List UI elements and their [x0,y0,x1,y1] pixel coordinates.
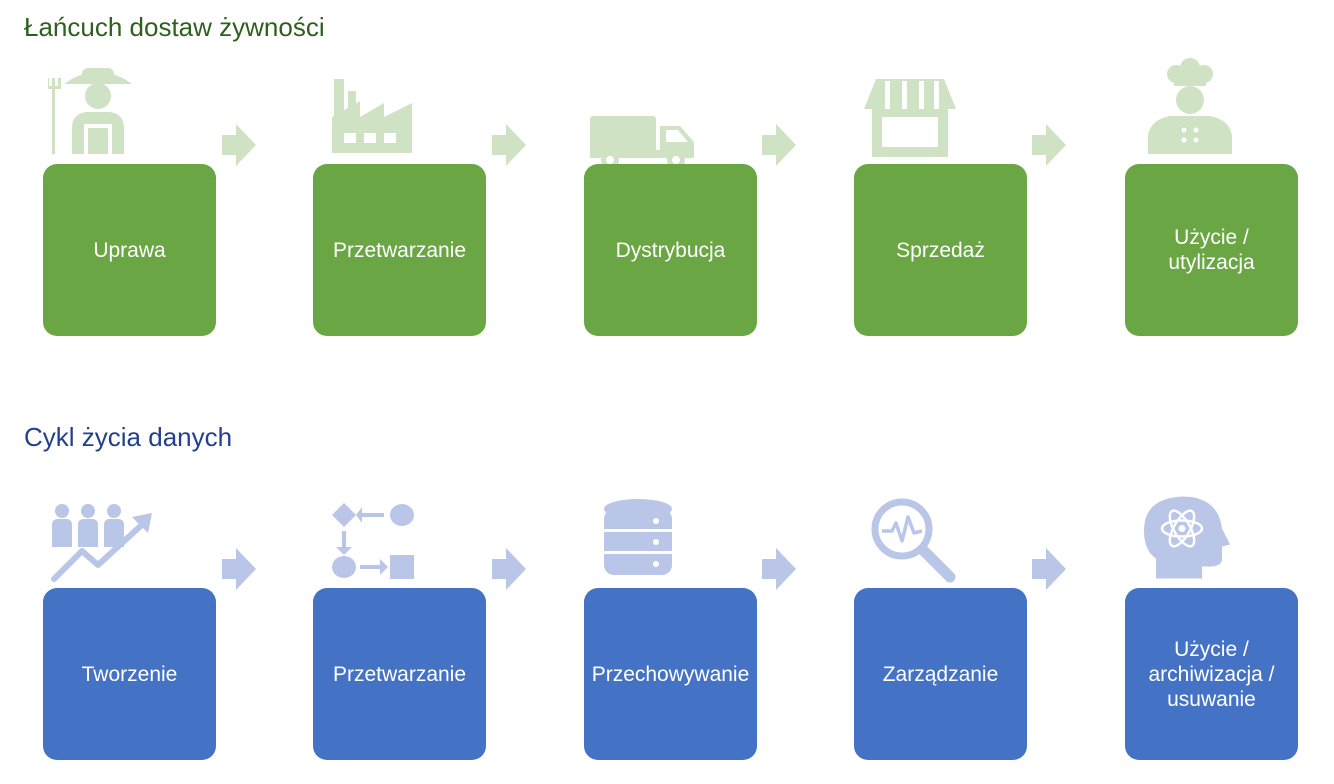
arrow-right-icon [1032,548,1066,590]
arrow-right-icon [222,548,256,590]
food-chain-title: Łańcuch dostaw żywności [24,12,325,42]
food-step-sprzedaz: Sprzedaż [854,164,1027,336]
food-step-dystrybucja: Dystrybucja [584,164,757,336]
factory-icon [332,79,412,153]
data-step-zarzadzanie: Zarządzanie [854,588,1027,760]
people-growth-icon [51,504,152,582]
arrow-right-icon [762,548,796,590]
arrow-right-icon [1032,124,1066,166]
store-icon [864,79,956,157]
database-icon [604,499,672,575]
food-step-uzycie: Użycie / utylizacja [1125,164,1298,336]
arrow-right-icon [492,124,526,166]
magnifier-analysis-icon [871,498,956,583]
data-step-tworzenie: Tworzenie [43,588,216,760]
process-flow-icon [332,503,414,579]
arrow-right-icon [492,548,526,590]
data-step-przechowywanie: Przechowywanie [584,588,757,760]
data-step-uzycie: Użycie / archiwizacja / usuwanie [1125,588,1298,760]
data-lifecycle-title: Cykl życia danych [24,422,233,452]
chef-icon [1148,58,1232,154]
data-step-przetwarzanie: Przetwarzanie [313,588,486,760]
head-atom-icon [1144,496,1230,579]
truck-icon [590,116,694,169]
arrow-right-icon [222,124,256,166]
food-step-uprawa: Uprawa [43,164,216,336]
arrow-right-icon [762,124,796,166]
farmer-icon [48,68,132,154]
food-step-przetwarzanie: Przetwarzanie [313,164,486,336]
